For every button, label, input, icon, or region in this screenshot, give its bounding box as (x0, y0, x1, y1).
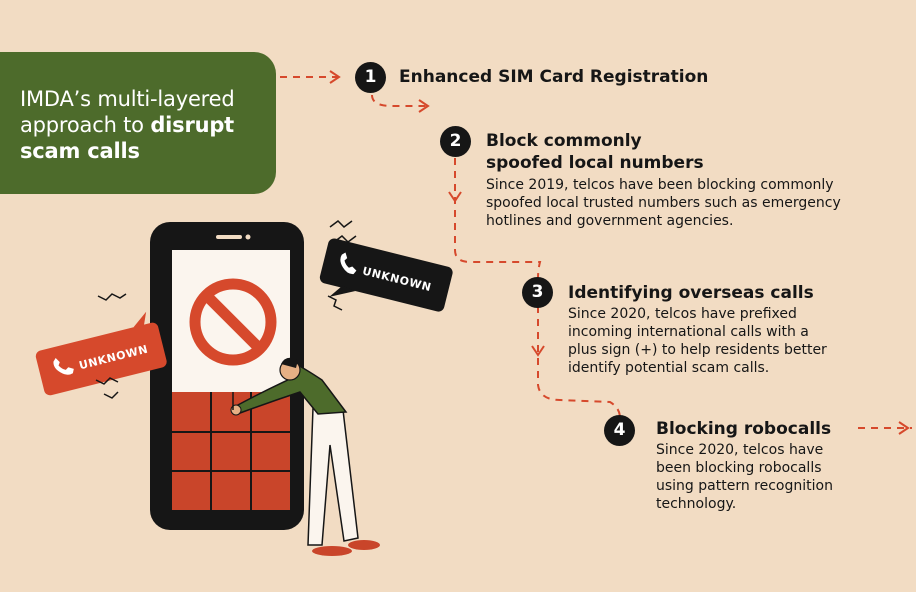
phone-illustration (150, 222, 304, 530)
step-2-title: Block commonly spoofed local numbers (486, 131, 704, 173)
title-line-3: scam calls (20, 139, 140, 163)
flow-path (280, 76, 912, 429)
step-3-description: Since 2020, telcos have prefixed incomin… (568, 306, 827, 376)
phone-icon (340, 252, 357, 275)
step-1-badge: 1 (355, 62, 386, 93)
unknown-bubble-left: UNKNOWN (35, 293, 167, 399)
title-line-1: IMDA’s multi-layered (20, 87, 235, 111)
step-4-title: Blocking robocalls (656, 419, 832, 439)
phone-icon (53, 357, 74, 375)
step-3-badge: 3 (522, 277, 553, 308)
step-4-description: Since 2020, telcos have been blocking ro… (656, 442, 833, 512)
step-4-badge: 4 (604, 415, 635, 446)
unknown-bubble-right: UNKNOWN (319, 220, 453, 312)
step-2-description: Since 2019, telcos have been blocking co… (486, 177, 841, 229)
title-line-2: approach to disrupt (20, 113, 235, 137)
step-3-title: Identifying overseas calls (568, 283, 814, 303)
person-illustration (230, 357, 380, 556)
step-1-title: Enhanced SIM Card Registration (399, 67, 709, 87)
title-box: IMDA’s multi-layered approach to disrupt… (0, 52, 276, 194)
flow-arrowheads (329, 70, 910, 435)
step-2-badge: 2 (440, 126, 471, 157)
